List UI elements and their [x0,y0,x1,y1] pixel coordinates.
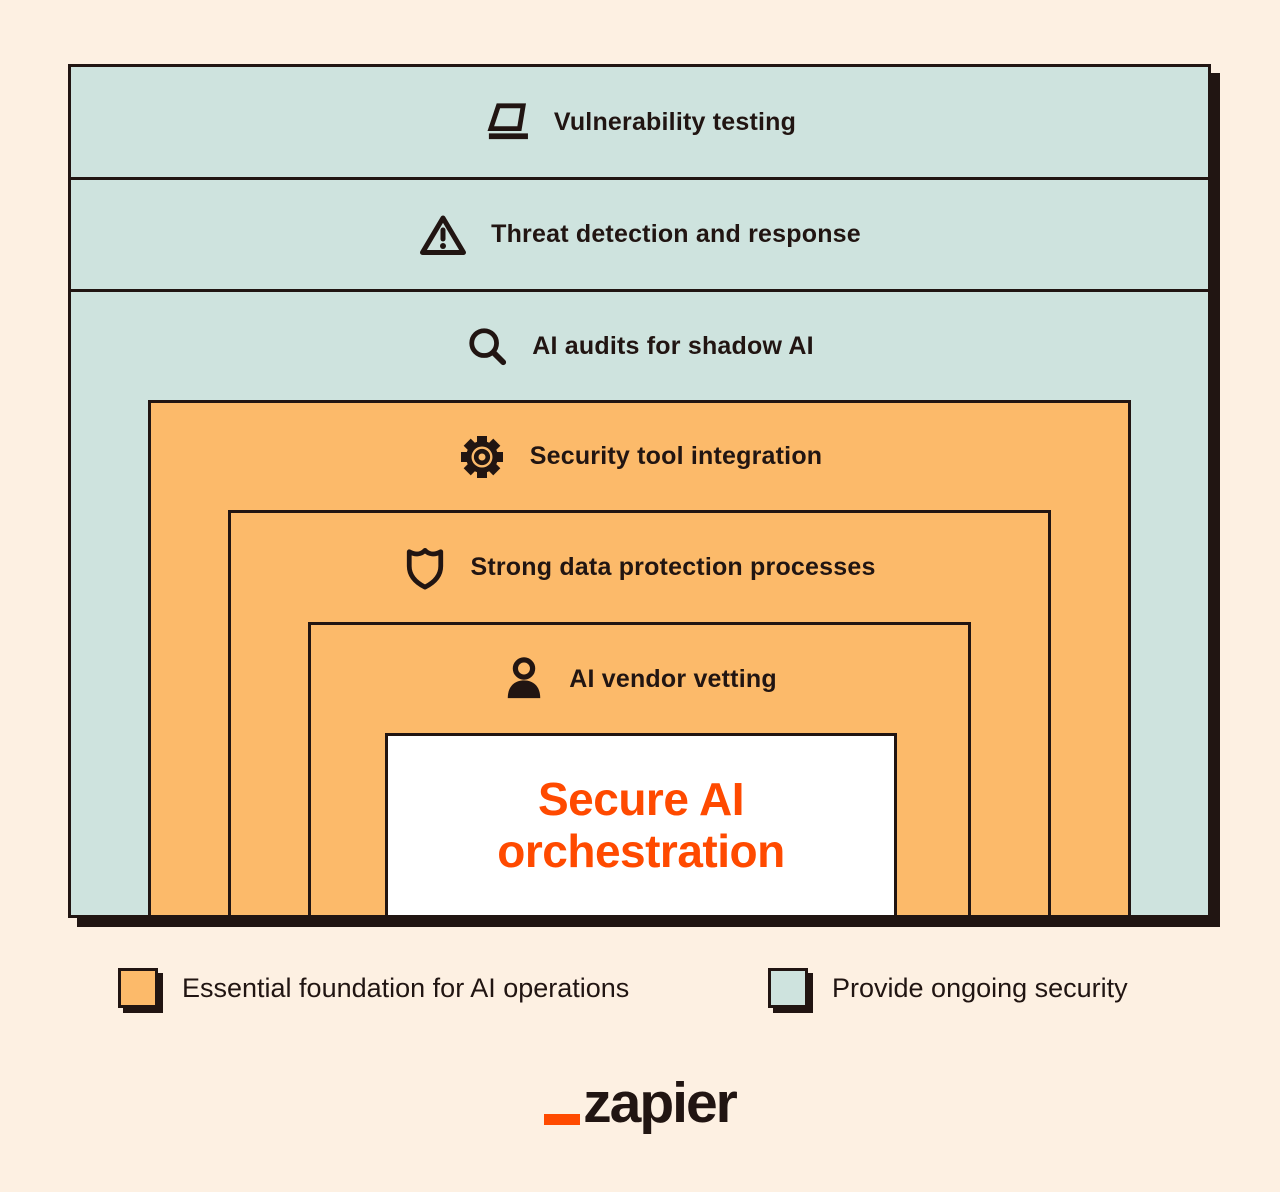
legend-swatch-teal [768,968,808,1008]
layer-label: Strong data protection processes [470,553,876,581]
center-title: Secure AI orchestration [497,772,785,877]
search-icon [466,325,508,367]
zapier-logo: zapier [0,1072,1280,1132]
layer-label: Threat detection and response [491,220,861,248]
layer-row-vendor-vetting: AI vendor vetting [0,625,1280,733]
legend-item-ongoing-security: Provide ongoing security [768,966,1128,1010]
layer-label: Security tool integration [529,442,823,470]
layer-row-ai-audits: AI audits for shadow AI [0,292,1280,400]
zapier-underscore-mark [544,1114,581,1125]
gear-icon [458,433,506,481]
layer-row-data-protection: Strong data protection processes [0,513,1280,622]
row-divider [71,177,1208,180]
center-core-box: Secure AI orchestration [385,733,897,915]
legend-item-foundation: Essential foundation for AI operations [118,966,629,1010]
layer-label: AI vendor vetting [569,664,777,693]
layer-row-security-tool-integration: Security tool integration [0,403,1280,510]
legend-label: Provide ongoing security [832,972,1128,1003]
layer-label: Vulnerability testing [553,107,797,136]
zapier-logo-text: zapier [583,1071,738,1135]
layer-row-threat-detection: Threat detection and response [0,180,1280,289]
legend-label: Essential foundation for AI operations [182,972,630,1003]
legend-swatch-orange [118,968,158,1008]
warning-icon [419,213,467,257]
laptop-icon [484,102,530,142]
layer-label: AI audits for shadow AI [532,331,814,360]
layer-row-vulnerability-testing: Vulnerability testing [0,67,1280,177]
shield-icon [404,545,446,591]
person-icon [503,656,545,702]
row-divider [71,289,1208,292]
